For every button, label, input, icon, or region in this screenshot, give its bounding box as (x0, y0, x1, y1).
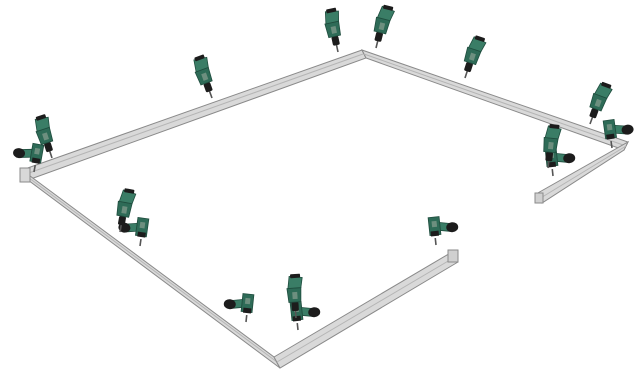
drills (10, 4, 635, 331)
frame (20, 50, 628, 368)
drill-1 (190, 54, 220, 101)
drill-4 (458, 34, 487, 81)
drill-2 (322, 7, 347, 53)
drill-11 (428, 215, 460, 246)
frame-rail-back-left (22, 50, 366, 180)
drill-3 (369, 4, 395, 51)
drill-12 (222, 292, 254, 323)
